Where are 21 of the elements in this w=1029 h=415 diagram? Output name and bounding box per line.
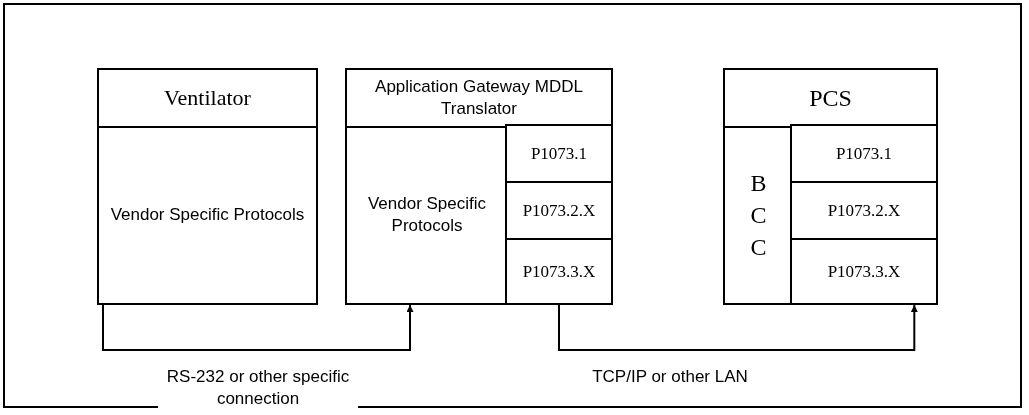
connector-arrow [558,304,918,351]
edge-label: TCP/IP or other LAN [592,367,748,386]
protocol-label: P1073.1 [835,142,893,165]
box-text: B C C [749,168,768,262]
box-title: PCS [809,87,852,109]
component-box [723,68,938,305]
protocol-cell [790,124,938,183]
connector-arrow [102,304,414,351]
protocol-label: P1073.3.X [522,260,596,283]
component-box [345,68,613,305]
protocol-label: P1073.3.X [827,260,901,283]
box-text: Vendor Specific Protocols [366,192,488,237]
box-text: Vendor Specific Protocols [110,203,305,226]
protocol-label: P1073.1 [530,142,588,165]
protocol-cell [505,124,613,183]
component-box [97,68,318,305]
box-title: Ventilator [164,87,251,109]
box-title: Application Gateway MDDL Translator [374,76,584,120]
protocol-label: P1073.2.X [827,199,901,222]
edge-label: RS-232 or other specific connection [166,367,350,408]
protocol-label: P1073.2.X [522,199,596,222]
